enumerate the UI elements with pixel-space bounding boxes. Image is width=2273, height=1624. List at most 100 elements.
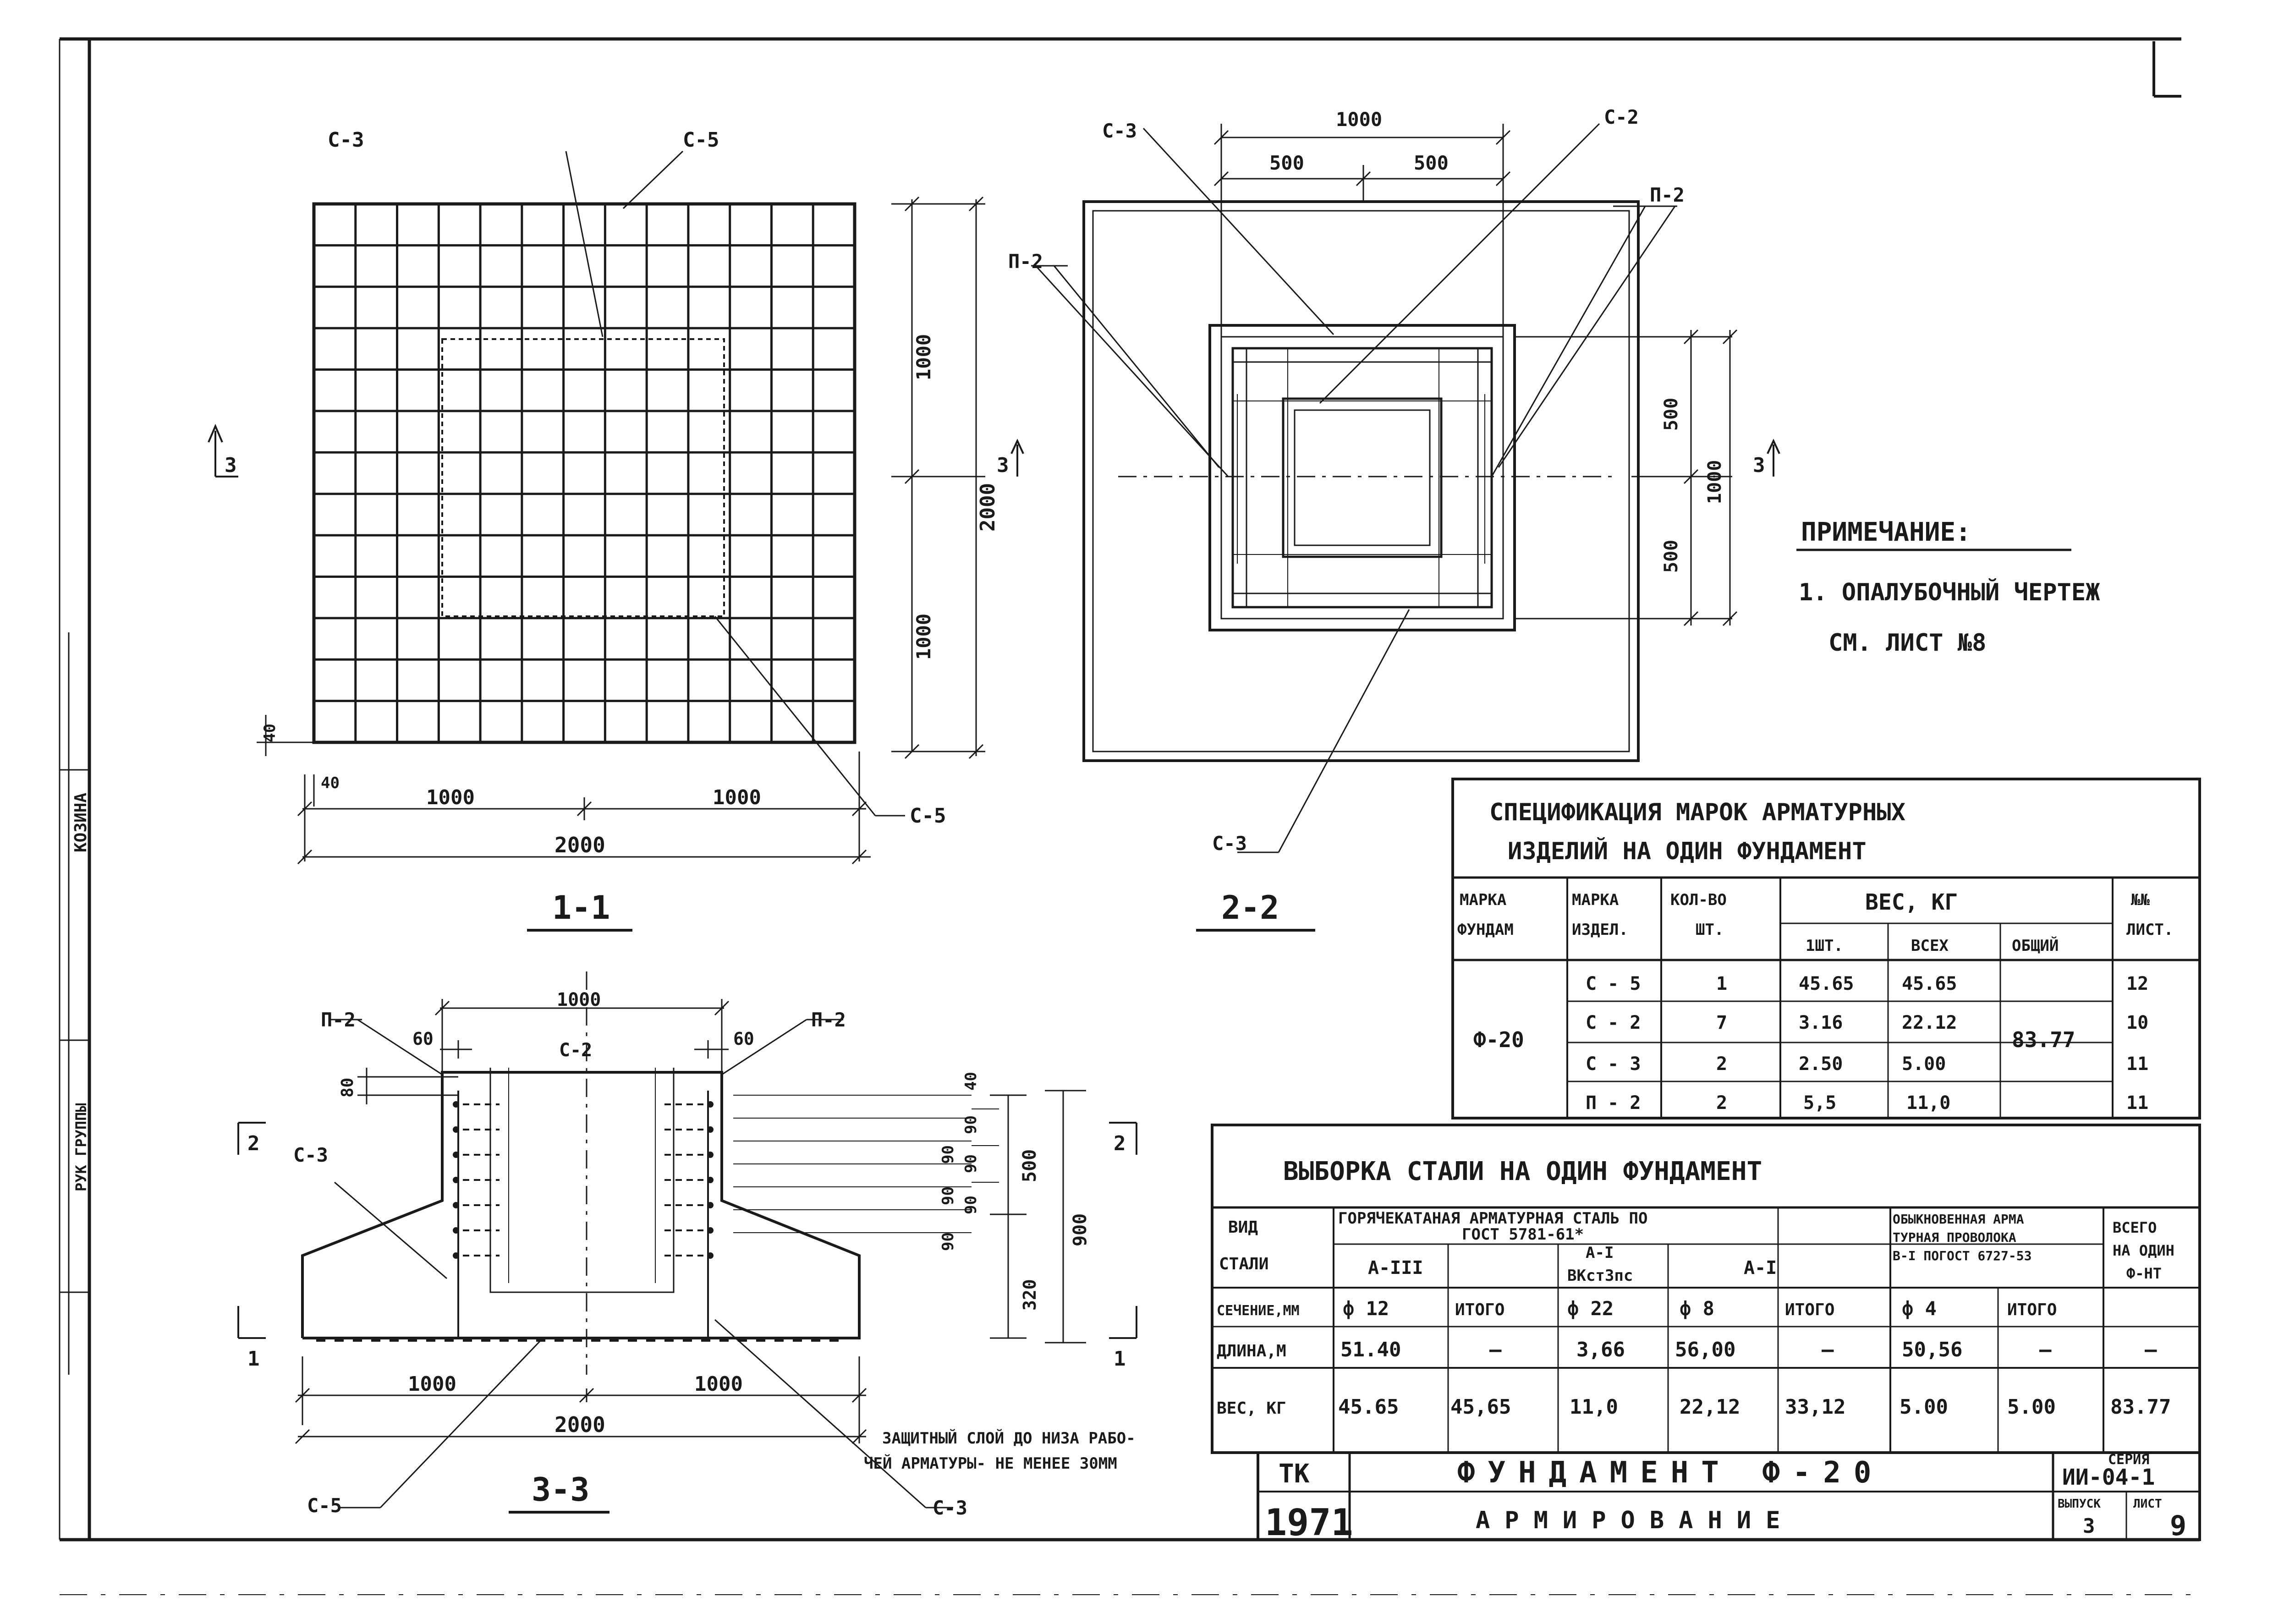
- steel-wire-3: В-I ПОГОСТ 6727-53: [1893, 1248, 2031, 1263]
- rebar-bar-section: [707, 1252, 714, 1259]
- dim-r90b: 90: [962, 1154, 980, 1173]
- section-mark-3: 3: [225, 454, 237, 477]
- section-left-3: 3: [997, 454, 1009, 477]
- rebar-bar-section: [453, 1202, 459, 1208]
- section-top-2-left: 2: [247, 1132, 260, 1155]
- steel-hot-rolled-2: ГОСТ 5781-61*: [1462, 1225, 1584, 1244]
- spec-row-3: П - 2 2 5,5 11,0 11: [1586, 1092, 2148, 1114]
- dim-right: 1000: [713, 786, 761, 809]
- tb-name: ФУНДАМЕНТ Ф-20: [1457, 1456, 1884, 1490]
- row-section-c6: ф 4: [1902, 1297, 1937, 1320]
- steel-kind-2: СТАЛИ: [1219, 1255, 1268, 1273]
- spec-item: С - 3: [1586, 1053, 1641, 1075]
- leader-c3-bottom: С-3: [1212, 832, 1247, 855]
- leader-c5: С-5: [307, 1494, 342, 1517]
- tb-issue: 3: [2083, 1514, 2095, 1538]
- steel-total-hdr-3: Ф-НТ: [2126, 1265, 2162, 1282]
- notes-heading: ПРИМЕЧАНИЕ:: [1801, 517, 1971, 547]
- spec-table: [1451, 778, 2201, 1119]
- row-section-c4: ф 8: [1680, 1297, 1714, 1320]
- title-block-text: ТК 1971 ФУНДАМЕНТ Ф-20 АРМИРОВАНИЕ СЕРИЯ…: [1265, 1452, 2186, 1544]
- rebar-bar-section: [707, 1177, 714, 1183]
- hdr-mark-fund-2: ФУНДАМ: [1457, 921, 1514, 939]
- leader-p2-left: П-2: [1008, 250, 1043, 273]
- spec-sheet: 10: [2126, 1012, 2148, 1033]
- row-weight-c6: 5.00: [1900, 1395, 1948, 1419]
- spec-title-1: СПЕЦИФИКАЦИЯ МАРОК АРМАТУРНЫХ: [1489, 799, 1905, 826]
- notes-line1: 1. ОПАЛУБОЧНЫЙ ЧЕРТЕЖ: [1799, 578, 2100, 606]
- row-length-c6: 50,56: [1902, 1338, 1962, 1361]
- row-length-c2: —: [1489, 1338, 1502, 1361]
- dim-bottom-total: 2000: [555, 1412, 605, 1437]
- dim-step-left: 80: [338, 1078, 357, 1097]
- dim-bottom-left: 1000: [408, 1372, 456, 1396]
- steel-hot-rolled-1: ГОРЯЧЕКАТАНАЯ АРМАТУРНАЯ СТАЛЬ ПО: [1338, 1209, 1648, 1228]
- spec-w1: 5,5: [1803, 1092, 1836, 1114]
- view-title-2-2: 2-2: [1221, 889, 1279, 927]
- dim-total: 2000: [555, 833, 605, 857]
- dim-left: 1000: [426, 786, 475, 809]
- tb-issue-label: ВЫПУСК: [2058, 1497, 2101, 1511]
- dim-edge-h: 40: [321, 774, 340, 792]
- notes-line2: СМ. ЛИСТ №8: [1828, 629, 1986, 657]
- leader-c3-left: С-3: [293, 1144, 328, 1166]
- row-length-c8: —: [2145, 1338, 2157, 1361]
- hdr-mark-item-2: ИЗДЕЛ.: [1572, 921, 1628, 939]
- dim-top-left: 500: [1269, 152, 1304, 174]
- row-section-c1: ф 12: [1343, 1297, 1389, 1320]
- spec-qty: 1: [1716, 973, 1727, 994]
- hdr-qty-1: КОЛ-ВО: [1670, 891, 1727, 909]
- dim-l90b: 90: [939, 1145, 957, 1164]
- hdr-qty-2: ШТ.: [1696, 921, 1724, 939]
- dim-r320: 320: [1020, 1279, 1040, 1311]
- spec-sheet: 11: [2126, 1053, 2148, 1075]
- row-section-label: СЕЧЕНИЕ,ММ: [1217, 1303, 1300, 1319]
- row-weight-label: ВЕС, КГ: [1217, 1399, 1286, 1418]
- sheet-frame: [59, 37, 2200, 1595]
- tb-sheet-label: ЛИСТ: [2133, 1497, 2162, 1511]
- mesh-c5-grid: [314, 204, 855, 742]
- spec-sheet: 12: [2126, 973, 2148, 994]
- spec-qty: 2: [1716, 1092, 1727, 1114]
- hdr-mark-item-1: МАРКА: [1572, 891, 1619, 909]
- hdr-w-total: ОБЩИЙ: [2012, 936, 2059, 955]
- view-2-2-labels: С-3 С-2 П-2 П-2 С-3 1000 500 500 500 500…: [997, 106, 1780, 932]
- protective-note-1: ЗАЩИТНЫЙ СЛОЙ ДО НИЗА РАБО-: [882, 1429, 1136, 1448]
- dim-top-total: 1000: [1336, 108, 1382, 131]
- tb-series-label: СЕРИЯ: [2108, 1452, 2149, 1468]
- rebar-bar-section: [707, 1227, 714, 1234]
- dim-l90a: 90: [962, 1196, 980, 1214]
- rebar-bar-section: [453, 1252, 459, 1259]
- spec-w1: 45.65: [1799, 973, 1854, 994]
- spec-w1: 2.50: [1799, 1053, 1843, 1075]
- title-block: [1257, 1451, 2201, 1541]
- side-stamp: КОЗИНА РУК ГРУППЫ: [71, 793, 90, 1191]
- hdr-sheet-2: ЛИСТ.: [2126, 921, 2173, 939]
- steel-title: ВЫБОРКА СТАЛИ НА ОДИН ФУНДАМЕНТ: [1283, 1157, 1762, 1186]
- rebar-bar-section: [707, 1152, 714, 1158]
- rebar-bar-section: [453, 1126, 459, 1133]
- tb-org: ТК: [1279, 1459, 1310, 1489]
- spec-table-text: СПЕЦИФИКАЦИЯ МАРОК АРМАТУРНЫХ ИЗДЕЛИЙ НА…: [1457, 799, 2173, 1114]
- dim-top-right: 500: [1414, 152, 1449, 174]
- dim-right-lower: 500: [1661, 540, 1682, 573]
- dim-top-width: 1000: [557, 989, 601, 1010]
- spec-w1: 3.16: [1799, 1012, 1843, 1033]
- spec-wall: 45.65: [1902, 973, 1957, 994]
- leader-c2: С-2: [1604, 106, 1639, 128]
- view-3-3-labels: П-2 П-2 С-2 С-3 С-5 С-3 1000 60 60 80 40…: [247, 989, 1136, 1519]
- dim-right-upper: 500: [1661, 398, 1682, 431]
- steel-table-text: ВЫБОРКА СТАЛИ НА ОДИН ФУНДАМЕНТ ВИД СТАЛ…: [1212, 1157, 2200, 1419]
- row-section-c3: ф 22: [1567, 1297, 1614, 1320]
- spec-row-2: С - 3 2 2.50 5.00 11: [1586, 1053, 2148, 1075]
- spec-qty: 7: [1716, 1012, 1727, 1033]
- leader-p2-right: П-2: [811, 1009, 846, 1031]
- spec-wall: 5.00: [1902, 1053, 1946, 1075]
- dim-r90a: 90: [962, 1115, 980, 1134]
- tb-subtitle: АРМИРОВАНИЕ: [1476, 1507, 1795, 1534]
- side-stamp-dept: РУК ГРУППЫ: [72, 1103, 90, 1191]
- row-section-c5: ИТОГО: [1785, 1300, 1834, 1319]
- steel-total-hdr-1: ВСЕГО: [2113, 1219, 2157, 1236]
- spec-total-weight: 83.77: [2012, 1027, 2075, 1052]
- steel-cls-a1-sub: ВКст3пс: [1567, 1267, 1633, 1285]
